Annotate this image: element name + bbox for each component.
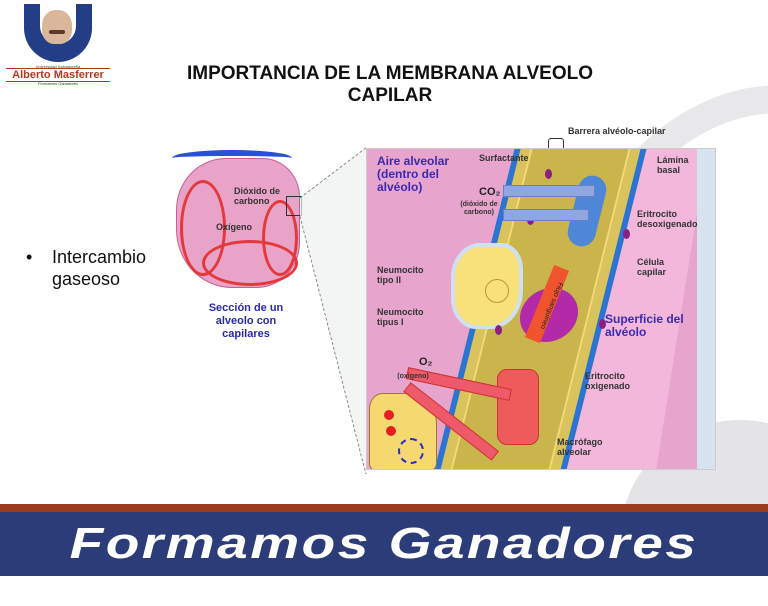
capillary — [180, 180, 226, 276]
co2-arrow — [503, 209, 589, 221]
capillary-cell-label: Célula capilar — [637, 257, 667, 277]
bullet-marker: • — [26, 247, 33, 267]
co2-name: (dióxido de carbono) — [460, 201, 498, 216]
logo-name: Alberto Masferrer — [6, 68, 110, 82]
surfactant-label: Surfactante — [479, 153, 529, 163]
alveolar-capillary-diagram: Flujo sanguíneo Aire alveolar (dentro de… — [366, 148, 716, 470]
alveolus-illustration: Dióxido de carbono Oxígeno — [172, 150, 302, 290]
footer-slogan: Formamos Ganadores — [69, 519, 699, 568]
o2-name: (oxígeno) — [397, 373, 429, 380]
deoxygenated-erythrocyte-label: Eritrocito desoxigenado — [637, 209, 698, 229]
pneumocyte-type-ii — [451, 243, 523, 329]
barrier-bracket — [548, 138, 564, 149]
bullet-text: Intercambio gaseoso — [52, 247, 147, 289]
nucleus — [599, 319, 606, 329]
barrier-label: Barrera alvéolo-capilar — [568, 126, 666, 136]
co2-arrow — [503, 185, 595, 197]
university-logo: Universidad Salvadoreña Alberto Masferre… — [6, 4, 110, 86]
background-region — [697, 149, 715, 469]
logo-top-text: Universidad Salvadoreña — [35, 64, 81, 69]
footer-band: Formamos Ganadores — [0, 512, 768, 576]
basal-lamina-label: Lámina basal — [657, 155, 689, 175]
nucleus — [545, 169, 552, 179]
o2-formula: O₂ — [419, 356, 433, 368]
footer-stripe — [0, 504, 768, 512]
co2-formula: CO₂ — [479, 186, 501, 198]
vein-vessel — [172, 150, 292, 166]
nucleus — [495, 325, 502, 335]
alveolus-caption: Sección de un alveolo con capilares — [208, 302, 284, 340]
logo-tagline: Formamos Ganadores — [37, 81, 78, 86]
pneumocyte-ii-label: Neumocito tipo II — [377, 265, 424, 285]
co2-label: Dióxido de carbono — [234, 186, 281, 206]
alveolus-surface-label: Superficie del alvéolo — [605, 312, 684, 339]
alveolar-air-label: Aire alveolar (dentro del alvéolo) — [377, 154, 450, 194]
pneumocyte-i-label: Neumocito tipus I — [377, 307, 424, 327]
macrophage-label: Macrófago alveolar — [557, 437, 603, 457]
zoom-connector-lines — [300, 147, 367, 475]
oxygenated-erythrocyte-label: Eritrocito oxigenado — [585, 371, 631, 391]
logo-portrait — [42, 10, 72, 44]
slide-title: IMPORTANCIA DE LA MEMBRANA ALVEOLO CAPIL… — [186, 63, 593, 106]
o2-label: Oxígeno — [216, 222, 253, 232]
oxygenated-erythrocyte — [497, 369, 539, 445]
capillary — [262, 200, 298, 276]
capillary — [202, 240, 298, 286]
nucleus — [623, 229, 630, 239]
